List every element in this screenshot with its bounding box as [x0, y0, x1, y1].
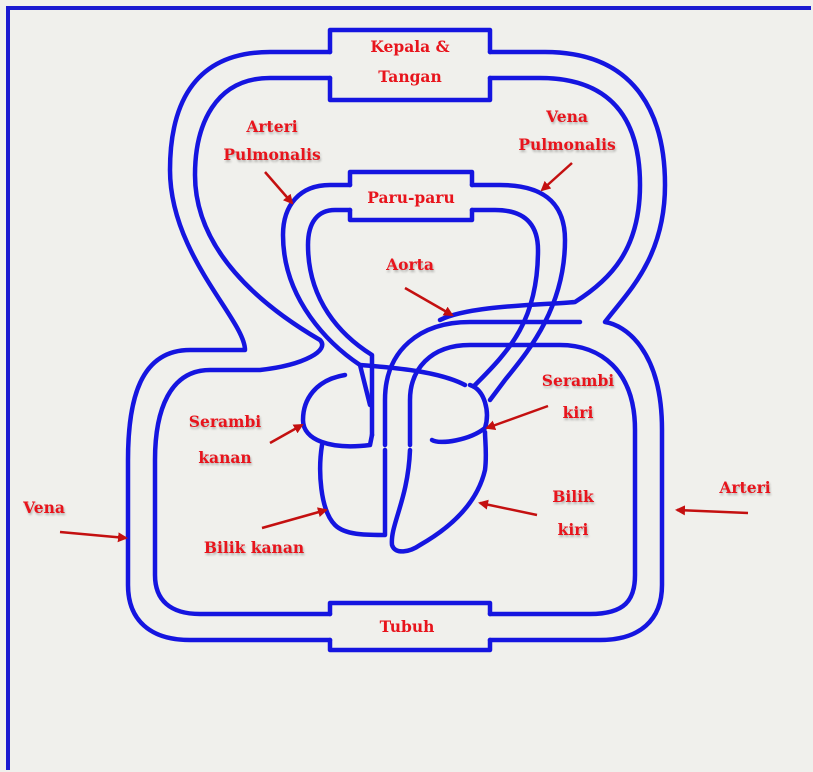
right-ventricle	[317, 442, 388, 538]
pulmonary-artery-label-line2: Pulmonalis	[223, 145, 321, 164]
pulmonary-artery-outer	[280, 182, 373, 408]
head-arms-box: Kepala & Tangan	[327, 27, 493, 103]
vena-cava-link	[357, 362, 468, 388]
pulmonary-vein-label-line2: Pulmonalis	[518, 135, 616, 154]
right-ventricle-arrow	[261, 507, 328, 530]
right-atrium	[300, 372, 375, 449]
pulmonary-vein-callout: Vena Pulmonalis	[518, 107, 616, 192]
pulmonary-vein-inner	[469, 207, 541, 388]
head-vessel-inner-right	[437, 75, 643, 323]
aorta-vessel	[382, 319, 583, 448]
vein-arrow	[59, 530, 128, 543]
head-vessel-outer-right	[487, 49, 668, 643]
aorta-callout: Aorta	[385, 255, 454, 317]
head-arms-label-line1: Kepala &	[370, 37, 449, 56]
lungs-label: Paru-paru	[367, 188, 454, 207]
head-vessel-outer	[125, 49, 333, 643]
pulmonary-vein-label-line1: Vena	[545, 107, 588, 126]
right-atrium-label-line1: Serambi	[189, 412, 262, 431]
pulmonary-artery-callout: Arteri Pulmonalis	[223, 117, 321, 205]
right-atrium-arrow	[269, 423, 304, 445]
left-ventricle	[389, 429, 489, 554]
aorta-arrow	[404, 286, 454, 317]
pulmonary-artery-label-line1: Arteri	[245, 117, 297, 136]
body-box: Tubuh	[327, 600, 493, 653]
left-atrium-arrow	[485, 404, 549, 430]
right-ventricle-callout: Bilik kanan	[204, 507, 328, 557]
body-label: Tubuh	[380, 617, 435, 636]
left-ventricle-label-line1: Bilik	[552, 487, 594, 506]
artery-label: Arteri	[718, 478, 770, 497]
head-arms-label-line2: Tangan	[378, 67, 442, 86]
vein-label: Vena	[22, 498, 65, 517]
right-ventricle-label: Bilik kanan	[204, 538, 304, 557]
left-atrium	[429, 382, 490, 445]
left-ventricle-arrow	[478, 499, 538, 517]
artery-callout: Arteri	[675, 478, 771, 516]
artery-arrow	[675, 505, 749, 516]
lungs-box: Paru-paru	[347, 169, 475, 223]
pulmonary-vein-outer	[469, 182, 568, 403]
head-vessel-inner-left	[152, 75, 333, 617]
right-atrium-label-line2: kanan	[198, 448, 251, 467]
pulmonary-artery-arrow	[264, 171, 294, 205]
right-atrium-callout: Serambi kanan	[189, 412, 304, 467]
left-ventricle-label-line2: kiri	[558, 520, 589, 539]
frame-border	[6, 6, 811, 770]
pulmonary-vein-arrow	[540, 162, 573, 192]
pulmonary-artery-inner	[305, 207, 375, 438]
aorta-label: Aorta	[385, 255, 434, 274]
left-ventricle-callout: Bilik kiri	[478, 487, 594, 539]
body-vessel-inner-right	[407, 342, 638, 617]
left-atrium-label-line2: kiri	[563, 403, 594, 422]
left-atrium-callout: Serambi kiri	[485, 371, 615, 430]
vein-callout: Vena	[22, 498, 128, 543]
left-atrium-label-line1: Serambi	[542, 371, 615, 390]
